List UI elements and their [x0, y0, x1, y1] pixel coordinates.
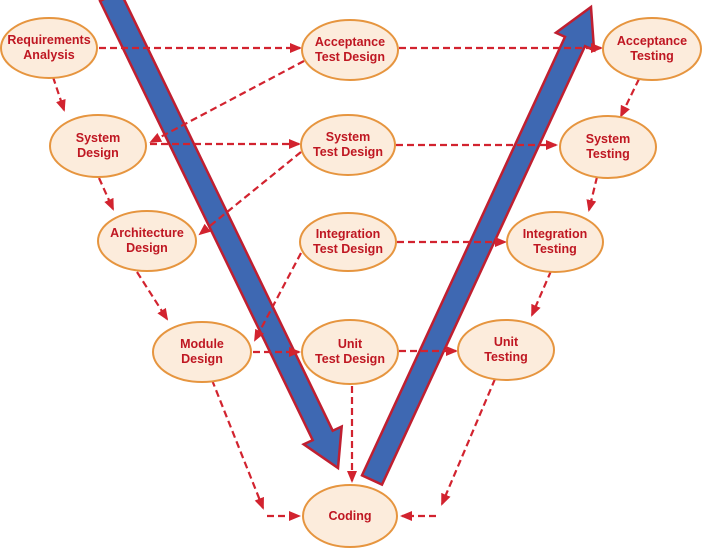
node-system-design	[49, 114, 147, 178]
connector-st-to-it	[586, 176, 599, 212]
node-architecture-design	[97, 210, 197, 272]
testing-flow-arrow	[360, 4, 596, 487]
node-unit-testing	[457, 319, 555, 381]
node-module-design	[152, 321, 252, 383]
connector-atd-to-sd	[149, 60, 305, 143]
node-integration-test-design	[299, 212, 397, 272]
connector-it-to-ut	[530, 270, 553, 317]
node-requirements-analysis	[0, 17, 98, 79]
node-coding	[302, 484, 398, 548]
node-system-testing	[559, 115, 657, 179]
node-acceptance-test-design	[301, 19, 399, 81]
connector-md-to-elbow	[210, 379, 265, 510]
node-integration-testing	[506, 211, 604, 273]
node-system-test-design	[300, 114, 396, 176]
connector-ut-to-elbow	[440, 378, 497, 506]
connector-at-to-st	[620, 78, 640, 118]
connector-sd-to-ad	[97, 177, 115, 211]
connector-ra-to-sd	[51, 76, 66, 112]
node-acceptance-testing	[602, 17, 702, 81]
connector-itd-to-md	[254, 252, 302, 342]
node-unit-test-design	[301, 319, 399, 385]
connector-ad-to-md	[136, 271, 169, 321]
